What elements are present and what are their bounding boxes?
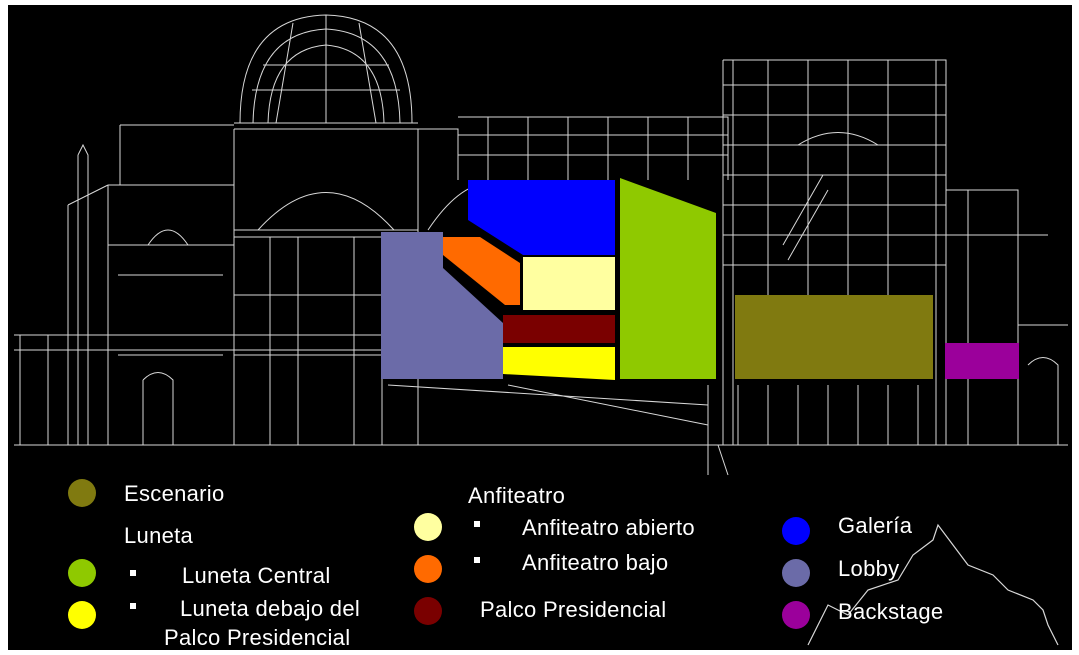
- legend-label-backstage: Backstage: [838, 599, 944, 624]
- legend-label-luneta-central: Luneta Central: [182, 563, 331, 588]
- zone-backstage: [945, 343, 1019, 379]
- legend-bullet: [474, 557, 480, 563]
- legend-swatch-anfiteatro-bajo: [414, 555, 442, 583]
- legend-swatch-luneta-debajo: [68, 601, 96, 629]
- legend-swatch-galeria: [782, 517, 810, 545]
- zone-galeria: [468, 180, 615, 255]
- zones: [381, 178, 1019, 380]
- legend-bullet: [130, 603, 136, 609]
- theater-section-drawing: [14, 14, 1068, 646]
- legend-bullet: [130, 570, 136, 576]
- zone-luneta-debajo: [503, 347, 615, 380]
- legend-label-anfiteatro-abierto: Anfiteatro abierto: [522, 515, 695, 540]
- zone-lobby: [381, 232, 503, 379]
- legend-swatch-escenario: [68, 479, 96, 507]
- legend-swatch-lobby: [782, 559, 810, 587]
- legend-swatch-palco-presidencial: [414, 597, 442, 625]
- legend-heading-anfiteatro: Anfiteatro: [468, 483, 566, 508]
- legend-swatch-backstage: [782, 601, 810, 629]
- legend-label-escenario: Escenario: [124, 481, 225, 506]
- diagram-background: Escenario Luneta Luneta Central Luneta d…: [8, 5, 1072, 650]
- legend-heading-luneta: Luneta: [124, 523, 194, 548]
- zone-luneta-central: [620, 178, 716, 379]
- decorative-outline: [807, 523, 1059, 646]
- legend-label-luneta-debajo-line2: Palco Presidencial: [164, 625, 351, 650]
- legend-label-lobby: Lobby: [838, 556, 900, 581]
- legend-swatch-anfiteatro-abierto: [414, 513, 442, 541]
- legend-bullet: [474, 521, 480, 527]
- legend-label-luneta-debajo-line1: Luneta debajo del: [180, 596, 361, 621]
- legend-label-palco-presidencial: Palco Presidencial: [480, 597, 667, 622]
- legend-swatch-luneta-central: [68, 559, 96, 587]
- zone-palco-presidencial: [503, 315, 615, 343]
- zone-escenario: [735, 295, 933, 379]
- legend-label-galeria: Galería: [838, 513, 913, 538]
- zone-anfiteatro-abierto: [523, 257, 615, 310]
- legend-label-anfiteatro-bajo: Anfiteatro bajo: [522, 550, 669, 575]
- zone-anfiteatro-bajo: [443, 237, 520, 305]
